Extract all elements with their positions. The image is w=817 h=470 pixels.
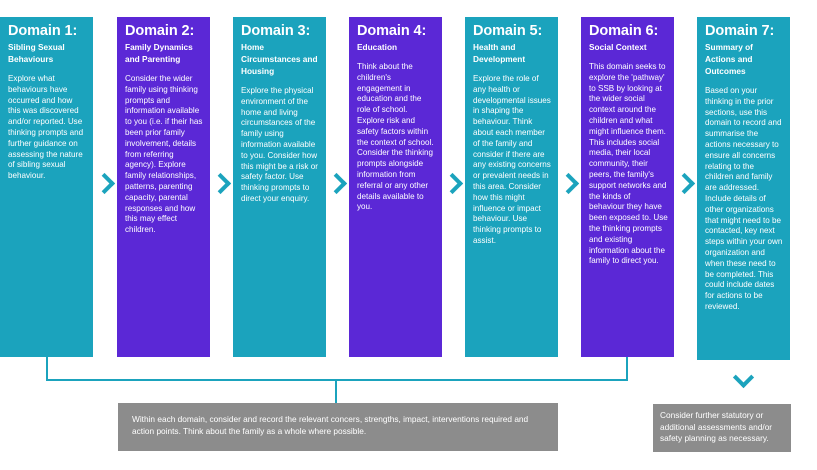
domain-6-box: Domain 6: Social Context This domain see… — [581, 17, 674, 357]
domain-7-box: Domain 7: Summary of Actions and Outcome… — [697, 17, 790, 360]
domain-1-title: Domain 1: — [8, 23, 78, 39]
domain-6-description: This domain seeks to explore the 'pathwa… — [589, 62, 668, 266]
domain-2-box: Domain 2: Family Dynamics and Parenting … — [117, 17, 210, 357]
chevron-right-icon — [93, 172, 116, 195]
chevron-right-icon — [441, 172, 464, 195]
domain-3-title: Domain 3: — [241, 23, 311, 39]
chevron-down-icon — [732, 366, 755, 389]
chevron-right-icon — [325, 172, 348, 195]
domain-5-subtitle: Health and Development — [473, 42, 526, 64]
domain-7-title: Domain 7: — [705, 23, 775, 39]
domain-4-description: Think about the children's engagement in… — [357, 62, 434, 212]
domain-2-subtitle: Family Dynamics and Parenting — [125, 42, 193, 64]
chevron-right-icon — [209, 172, 232, 195]
footer-domain-note: Within each domain, consider and record … — [118, 403, 558, 451]
chevron-right-icon — [673, 172, 696, 195]
chevron-right-icon — [557, 172, 580, 195]
domain-4-title: Domain 4: — [357, 23, 427, 39]
connector-right-riser — [626, 357, 628, 380]
connector-left-riser — [46, 357, 48, 380]
domain-4-subtitle: Education — [357, 42, 398, 52]
domain-1-subtitle: Sibling Sexual Behaviours — [8, 42, 65, 64]
connector-down-line — [335, 379, 337, 403]
domain-2-description: Consider the wider family using thinking… — [125, 74, 203, 235]
footer-next-steps-note-text: Consider further statutory or additional… — [660, 410, 773, 443]
domain-3-box: Domain 3: Home Circumstances and Housing… — [233, 17, 326, 357]
domain-6-title: Domain 6: — [589, 23, 659, 39]
footer-next-steps-note: Consider further statutory or additional… — [653, 404, 791, 452]
domain-5-box: Domain 5: Health and Development Explore… — [465, 17, 558, 357]
connector-horizontal-line — [46, 379, 628, 381]
domain-4-box: Domain 4: Education Think about the chil… — [349, 17, 442, 357]
footer-domain-note-text: Within each domain, consider and record … — [132, 414, 529, 436]
domain-3-subtitle: Home Circumstances and Housing — [241, 42, 318, 76]
domain-2-title: Domain 2: — [125, 23, 195, 39]
domain-3-description: Explore the physical environment of the … — [241, 86, 318, 203]
domain-7-description: Based on your thinking in the prior sect… — [705, 86, 783, 311]
domain-5-description: Explore the role of any health or develo… — [473, 74, 551, 245]
domain-6-subtitle: Social Context — [589, 42, 647, 52]
domain-5-title: Domain 5: — [473, 23, 543, 39]
domain-1-box: Domain 1: Sibling Sexual Behaviours Expl… — [0, 17, 93, 357]
domain-1-description: Explore what behaviours have occurred an… — [8, 74, 84, 181]
domain-7-subtitle: Summary of Actions and Outcomes — [705, 42, 753, 76]
